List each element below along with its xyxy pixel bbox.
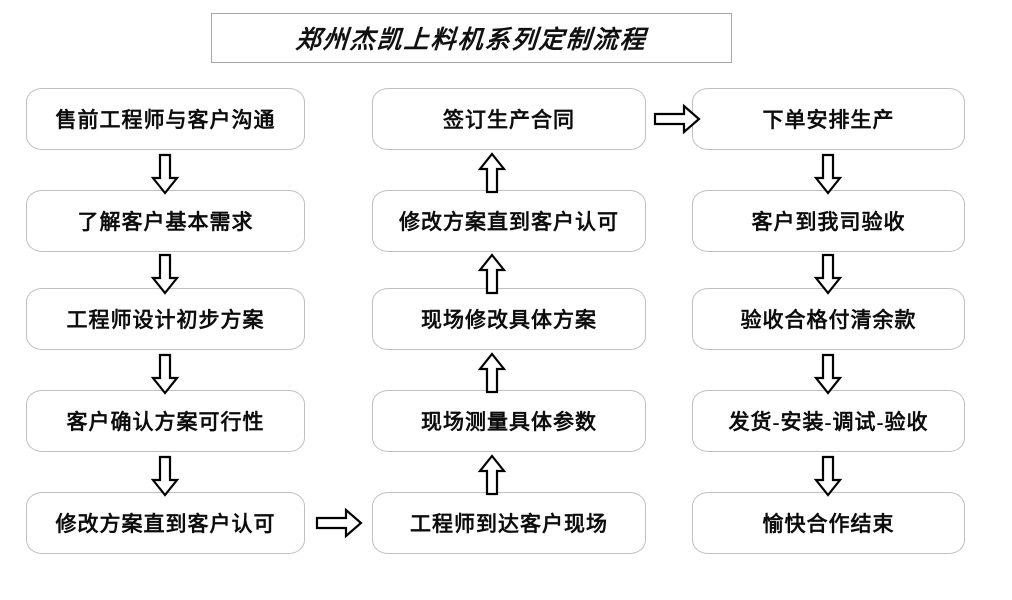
flow-node-c2-s5[interactable]: 工程师到达客户现场 — [372, 492, 646, 554]
flow-node-c2-s1[interactable]: 签订生产合同 — [372, 88, 646, 150]
arrow-right-icon-col2-to-col3 — [653, 103, 701, 135]
arrow-down-icon-c1-2 — [150, 253, 180, 295]
flow-node-c1-s1[interactable]: 售前工程师与客户沟通 — [26, 88, 305, 150]
diagram-title-box: 郑州杰凯上料机系列定制流程 — [211, 13, 732, 63]
flow-node-c3-s5[interactable]: 愉快合作结束 — [692, 492, 965, 554]
arrow-up-icon-c2-2 — [477, 253, 507, 295]
arrow-down-icon-c1-4 — [150, 455, 180, 497]
flow-node-c2-s3[interactable]: 现场修改具体方案 — [372, 288, 646, 350]
arrow-up-icon-c2-4 — [477, 454, 507, 496]
flow-node-c1-s3[interactable]: 工程师设计初步方案 — [26, 288, 305, 350]
page-title: 郑州杰凯上料机系列定制流程 — [294, 27, 648, 54]
flow-node-c3-s4[interactable]: 发货-安装-调试-验收 — [692, 390, 965, 452]
flow-node-c2-s2[interactable]: 修改方案直到客户认可 — [372, 190, 646, 252]
arrow-down-icon-c3-1 — [813, 153, 843, 195]
arrow-down-icon-c1-1 — [150, 153, 180, 195]
flow-node-c3-s3[interactable]: 验收合格付清余款 — [692, 288, 965, 350]
arrow-down-icon-c3-3 — [813, 353, 843, 395]
flow-node-c3-s1[interactable]: 下单安排生产 — [692, 88, 965, 150]
arrow-up-icon-c2-3 — [477, 352, 507, 394]
arrow-down-icon-c3-2 — [813, 253, 843, 295]
arrow-down-icon-c3-4 — [813, 455, 843, 497]
arrow-right-icon-col1-to-col2 — [315, 507, 363, 539]
flow-node-c2-s4[interactable]: 现场测量具体参数 — [372, 390, 646, 452]
flow-node-c1-s5[interactable]: 修改方案直到客户认可 — [26, 492, 305, 554]
flow-node-c1-s2[interactable]: 了解客户基本需求 — [26, 190, 305, 252]
flow-node-c3-s2[interactable]: 客户到我司验收 — [692, 190, 965, 252]
arrow-down-icon-c1-3 — [150, 353, 180, 395]
flow-node-c1-s4[interactable]: 客户确认方案可行性 — [26, 390, 305, 452]
arrow-up-icon-c2-1 — [477, 152, 507, 194]
